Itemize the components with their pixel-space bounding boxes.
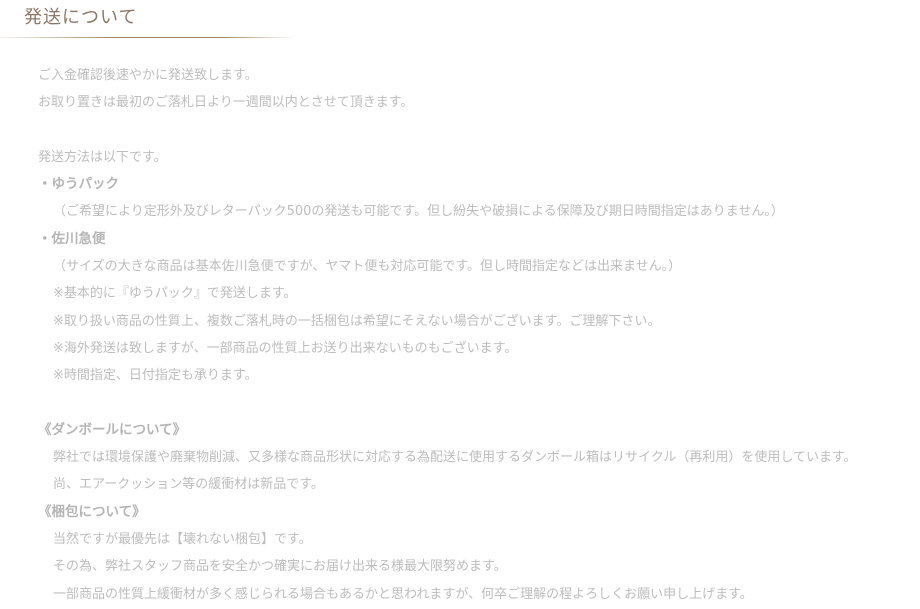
title-divider bbox=[0, 37, 295, 38]
shipping-info: ご入金確認後速やかに発送致します。 お取り置きは最初のご落札日より一週間以内とさ… bbox=[38, 62, 920, 608]
packing-heading: 《梱包について》 bbox=[38, 503, 146, 520]
yupack-note: （ご希望により定形外及びレターパック500の発送も可能です。但し紛失や破損による… bbox=[53, 204, 784, 220]
sagawa-note: （サイズの大きな商品は基本佐川急便ですが、ヤマト便も対応可能です。但し時間指定な… bbox=[53, 259, 682, 275]
packing-note: その為、弊社スタッフ商品を安全かつ確実にお届け出来る様最大限努めます。 bbox=[53, 559, 507, 575]
sagawa-note: ※海外発送は致しますが、一部商品の性質上お送り出来ないものもございます。 bbox=[53, 340, 518, 356]
packing-note: 当然ですが最優先は【壊れない梱包】です。 bbox=[53, 532, 312, 548]
cardboard-note: 弊社では環境保護や廃棄物削減、又多様な商品形状に対応する為配送に使用するダンボー… bbox=[53, 450, 857, 466]
section-title: 発送について bbox=[24, 7, 138, 28]
sagawa-note: ※時間指定、日付指定も承ります。 bbox=[53, 368, 258, 384]
cardboard-heading: 《ダンボールについて》 bbox=[38, 421, 187, 438]
intro-line: ご入金確認後速やかに発送致します。 bbox=[38, 68, 258, 83]
packing-note: 一部商品の性質上緩衝材が多く感じられる場合もあるかと思われますが、何卒ご理解の程… bbox=[53, 586, 753, 602]
sagawa-note: ※取り扱い商品の性質上、複数ご落札時の一括梱包は希望にそえない場合がございます。… bbox=[53, 313, 661, 329]
sagawa-note: ※基本的に『ゆうパック』で発送します。 bbox=[53, 286, 297, 302]
cardboard-note: 尚、エアークッション等の緩衝材は新品です。 bbox=[53, 477, 324, 493]
sagawa-heading: ・佐川急便 bbox=[38, 230, 106, 247]
intro-line: お取り置きは最初のご落札日より一週間以内とさせて頂きます。 bbox=[38, 95, 414, 111]
methods-heading: 発送方法は以下です。 bbox=[38, 149, 167, 165]
yupack-heading: ・ゆうパック bbox=[38, 176, 119, 193]
